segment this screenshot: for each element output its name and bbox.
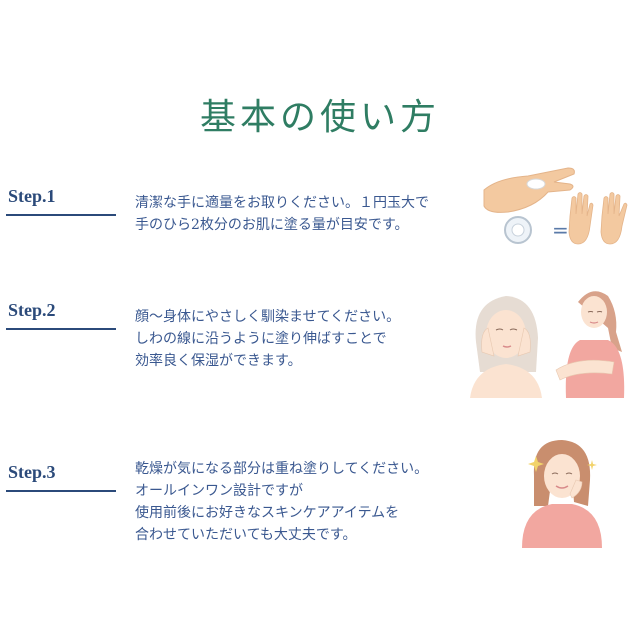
step-2-line-1: 顔～身体にやさしく馴染ませてください。 bbox=[135, 309, 401, 325]
step-1-label: Step.1 bbox=[8, 186, 56, 206]
step-2-line-3: 効率良く保湿ができます。 bbox=[135, 353, 302, 369]
woman-face-hands-icon bbox=[470, 296, 542, 398]
step-3-text: 乾燥が気になる部分は重ね塗りしてください。 オールインワン設計ですが 使用前後に… bbox=[135, 458, 428, 546]
hand-amount-illustration: = bbox=[483, 167, 628, 245]
step-3-line-4: 合わせていただいても大丈夫です。 bbox=[135, 527, 357, 543]
hand-on-cheek-icon bbox=[569, 479, 583, 499]
step-3-label: Step.3 bbox=[8, 462, 56, 482]
equals-sign: = bbox=[552, 218, 569, 242]
step-2-text: 顔～身体にやさしく馴染ませてください。 しわの線に沿うように塗り伸ばすことで 効… bbox=[135, 306, 400, 372]
woman-touching-cheek-illustration bbox=[522, 440, 602, 548]
step-3-line-1: 乾燥が気になる部分は重ね塗りしてください。 bbox=[135, 461, 429, 477]
two-palms-icon bbox=[568, 192, 628, 245]
woman-arm-icon bbox=[555, 291, 625, 398]
step-2-underline bbox=[6, 328, 116, 330]
step-2-line-2: しわの線に沿うように塗り伸ばすことで bbox=[135, 331, 387, 347]
step-1-line-1: 清潔な手に適量をお取りください。１円玉大で bbox=[135, 195, 429, 211]
sparkle-icon bbox=[528, 456, 597, 472]
women-applying-cream-illustration bbox=[470, 291, 625, 398]
step-1-text: 清潔な手に適量をお取りください。１円玉大で 手のひら2枚分のお肌に塗る量が目安で… bbox=[135, 192, 429, 236]
step-2-label: Step.2 bbox=[8, 300, 56, 320]
step-1-underline bbox=[6, 214, 116, 216]
cream-dollop-icon bbox=[526, 178, 546, 190]
page-title: 基本の使い方 bbox=[199, 97, 440, 138]
step-3-line-2: オールインワン設計ですが bbox=[135, 483, 303, 499]
step-3-underline bbox=[6, 490, 116, 492]
hand-icon bbox=[483, 167, 575, 213]
step-1-line-2: 手のひら2枚分のお肌に塗る量が目安です。 bbox=[135, 217, 409, 233]
step-3-line-3: 使用前後にお好きなスキンケアアイテムを bbox=[135, 505, 400, 521]
